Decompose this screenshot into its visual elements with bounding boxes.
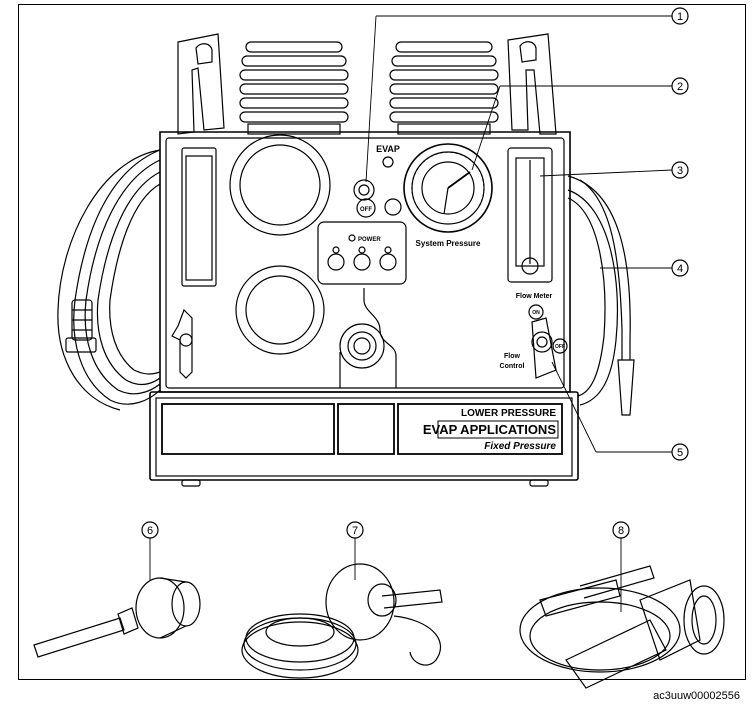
system-pressure-gauge (403, 143, 493, 233)
flow-control-label-1: Flow (504, 353, 520, 360)
valve-off-label: OFF (555, 344, 565, 350)
figure-frame (18, 4, 746, 680)
leader-lines (149, 15, 673, 612)
right-handle (507, 33, 557, 135)
left-hose-coil (57, 149, 161, 411)
tester-body (149, 131, 579, 487)
callout-6: 6 (147, 525, 153, 537)
off-label: OFF (360, 207, 372, 213)
panel-fixed-pressure: Fixed Pressure (484, 441, 556, 452)
power-label: POWER (358, 237, 381, 243)
callout-circles (141, 7, 689, 539)
callout-8: 8 (618, 525, 624, 537)
accessory-6-cap-adapter (33, 577, 201, 658)
lower-port (235, 265, 325, 355)
drain-valve (171, 308, 193, 379)
callout-3: 3 (677, 165, 683, 177)
fill-port (339, 323, 385, 369)
control-panel (317, 221, 407, 388)
right-hose (567, 175, 635, 416)
evap-switch (353, 179, 402, 218)
callout-1: 1 (677, 11, 683, 23)
accessory-7-coil-cap (241, 563, 443, 679)
callout-5: 5 (677, 447, 683, 459)
flow-control-label-2: Control (500, 363, 525, 370)
evap-lamp (382, 156, 394, 168)
callout-7: 7 (352, 525, 358, 537)
flow-meter-label: Flow Meter (516, 293, 553, 300)
panel-lower-pressure: LOWER PRESSURE (461, 408, 556, 419)
system-pressure-label: System Pressure (416, 239, 481, 248)
callout-2: 2 (677, 81, 683, 93)
evap-label: EVAP (376, 144, 400, 154)
accessory-8-cable-clamp (519, 565, 725, 689)
left-handle (177, 33, 225, 135)
valve-on-label: ON (532, 310, 540, 316)
panel-evap-applications: EVAP APPLICATIONS (423, 422, 556, 437)
image-id-label: ac3uuw00002556 (653, 690, 740, 702)
left-canister (239, 41, 349, 135)
sight-window (181, 147, 217, 287)
flow-meter (507, 147, 553, 283)
callout-4: 4 (677, 263, 683, 275)
right-canister (389, 41, 499, 135)
upper-port (229, 134, 331, 236)
